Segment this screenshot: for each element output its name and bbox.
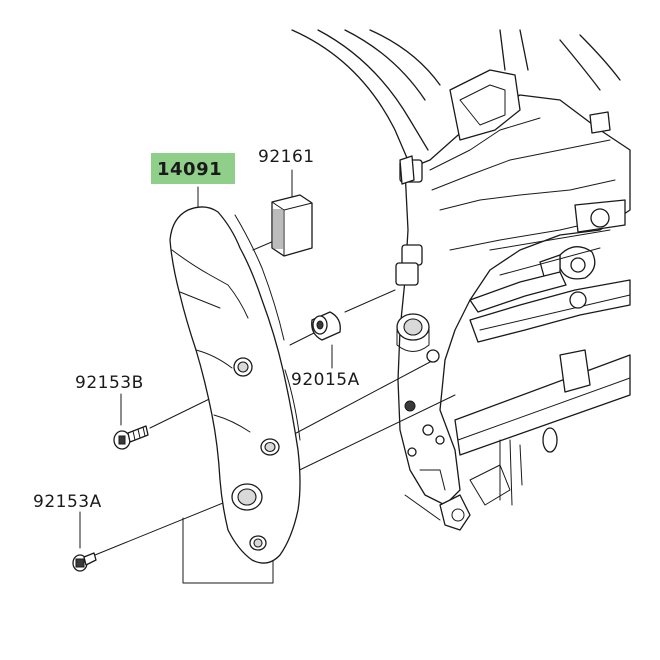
part-number-bolt-a[interactable]: 92153A [33,492,102,512]
bolt-part-92153B[interactable] [113,425,149,450]
part-labels: 14091 92161 92015A 92153B 92153A [33,147,360,512]
part-number-collar[interactable]: 92015A [291,370,360,390]
cover-part-14091[interactable] [169,206,301,564]
highlight-box [151,153,235,184]
part-number-bolt-b[interactable]: 92153B [75,373,144,393]
part-number-pad[interactable]: 92161 [258,147,315,167]
pad-part-92161[interactable] [271,194,313,257]
part-number-cover[interactable]: 14091 [157,159,222,180]
collar-part-92015A[interactable] [311,311,341,341]
bolt-part-92153A[interactable] [72,552,97,572]
motorcycle-frame [291,29,631,531]
